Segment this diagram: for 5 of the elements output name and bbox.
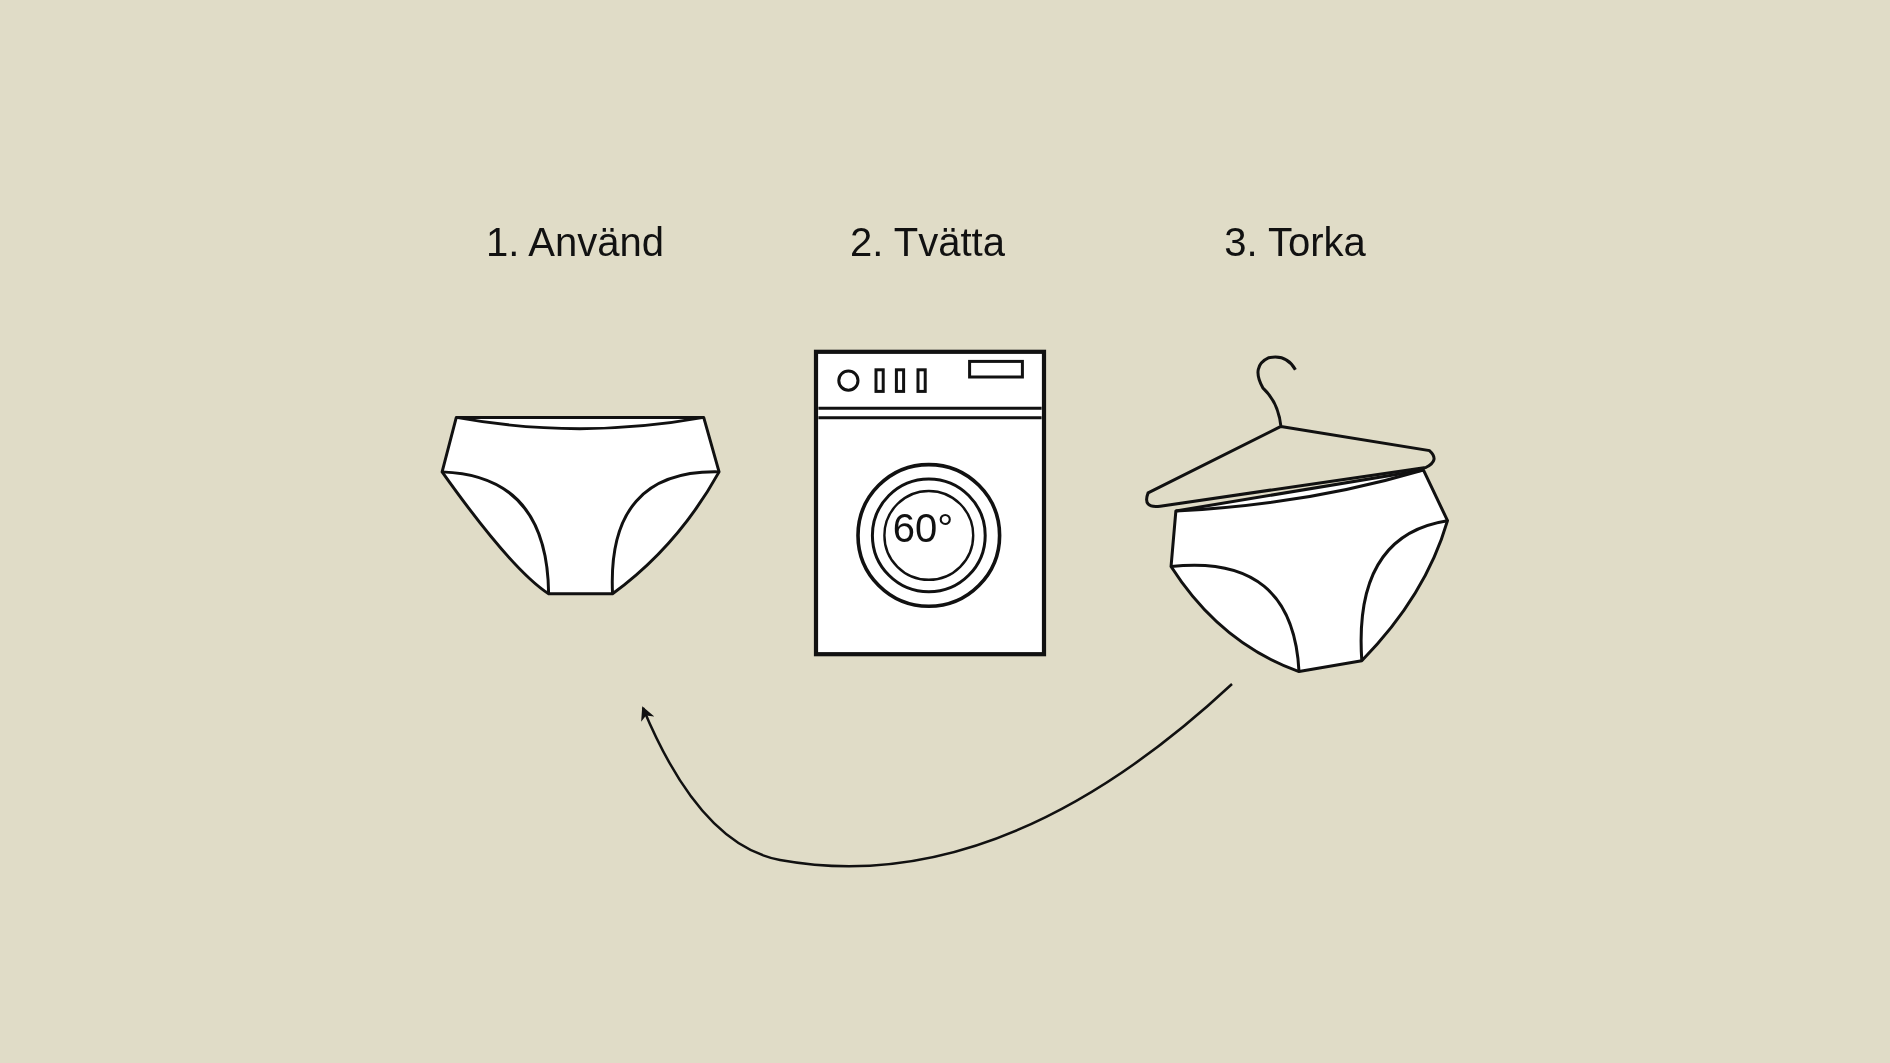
curved-arrow <box>641 683 1233 868</box>
step-heading: 3. Torka <box>1224 220 1366 265</box>
temperature-label: 60° <box>892 505 954 551</box>
step-heading: 2. Tvätta <box>850 220 1005 265</box>
step-heading: 1. Använd <box>486 220 664 265</box>
